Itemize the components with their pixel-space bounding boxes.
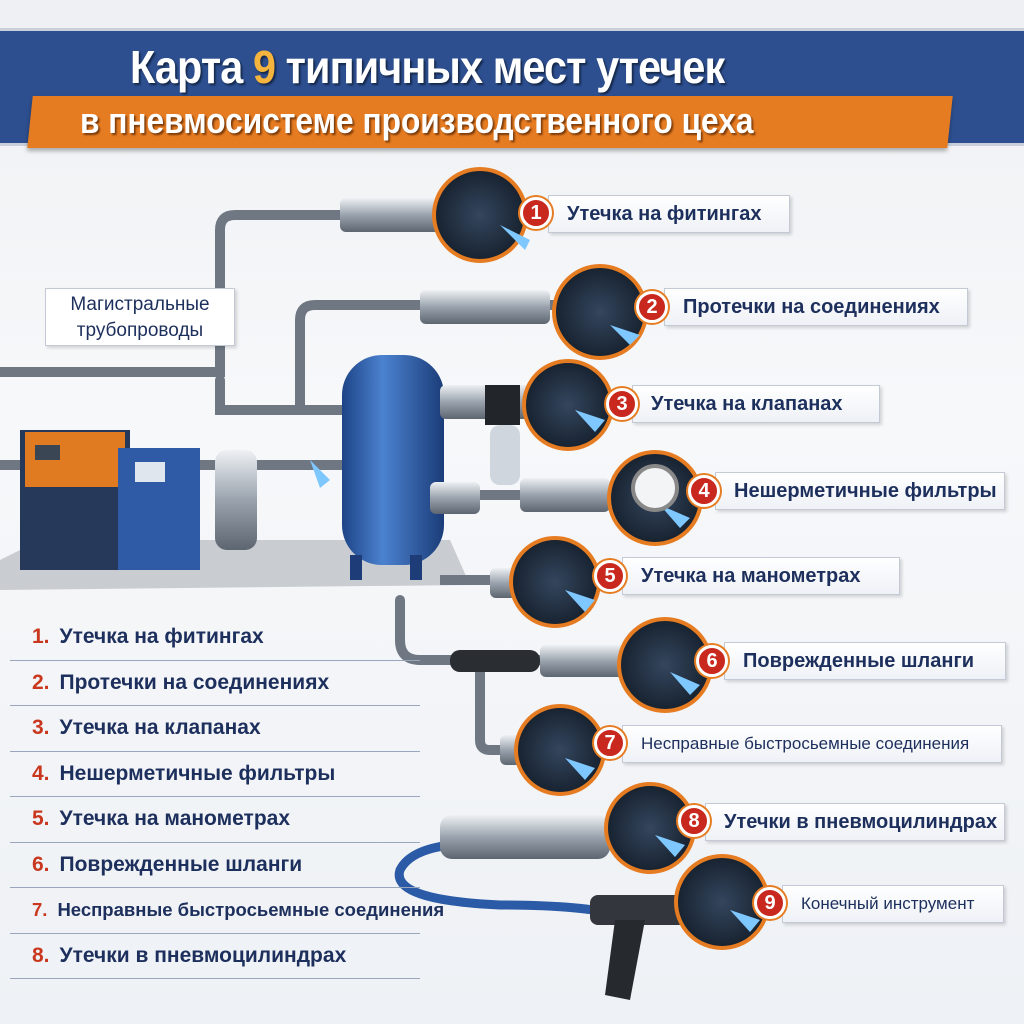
- damaged-hose: [450, 650, 540, 672]
- list-number: 6.: [32, 852, 50, 876]
- list-number: 8.: [32, 943, 50, 967]
- list-label: Утечка на манометрах: [59, 807, 291, 831]
- list-item: 6. Поврежденные шланги: [10, 843, 420, 888]
- callout-label: Протечки на соединениях: [664, 288, 968, 326]
- callout-badge: 8: [678, 805, 710, 837]
- list-item: 4. Нешерметичные фильтры: [10, 752, 420, 797]
- list-number: 4.: [32, 761, 50, 785]
- pressure-gauge: [631, 464, 679, 512]
- pipeline-label: Магистральные трубопроводы: [45, 288, 235, 346]
- callout-label: Утечки в пневмоцилиндрах: [705, 803, 1005, 841]
- list-number: 2.: [32, 670, 50, 694]
- valve: [485, 385, 520, 425]
- title-number: 9: [252, 41, 276, 93]
- page-title: Карта 9 типичных мест утечек: [130, 40, 725, 94]
- list-number: 7.: [32, 899, 48, 921]
- filter-bowl: [490, 425, 520, 485]
- list-label: Нешерметичные фильтры: [59, 761, 336, 785]
- list-label: Несправные быстросьемные соединения: [57, 899, 445, 921]
- list-item: 8. Утечки в пневмоцилиндрах: [10, 934, 420, 979]
- list-label: Утечка на клапанах: [59, 716, 261, 740]
- pipeline-label-line: Магистральные: [70, 294, 210, 315]
- callout-label: Поврежденные шланги: [724, 642, 1006, 680]
- callout-label: Утечка на манометрах: [622, 557, 900, 595]
- list-item: 7. Несправные быстросьемные соединения: [10, 888, 444, 934]
- list-item: 2. Протечки на соединениях: [10, 661, 420, 706]
- filter: [215, 450, 257, 550]
- list-label: Протечки на соединениях: [59, 670, 330, 694]
- list-number: 1.: [32, 625, 50, 649]
- list-item: 5. Утечка на манометрах: [10, 797, 420, 843]
- list-number: 3.: [32, 716, 50, 740]
- air-tank: [342, 355, 444, 580]
- callout-label: Утечка на клапанах: [632, 385, 880, 423]
- leak-sprays: [310, 225, 760, 932]
- leak-list: 1. Утечка на фитингах 2. Протечки на соеди…: [10, 615, 444, 979]
- fittings: [340, 198, 630, 859]
- callout-badge: 3: [606, 388, 638, 420]
- page-subtitle: в пневмосистеме производственного цеха: [80, 100, 754, 141]
- callout-badge: 7: [594, 727, 626, 759]
- callout-label: Нешерметичные фильтры: [715, 472, 1005, 510]
- pipeline-label-line: трубопроводы: [76, 320, 204, 341]
- list-label: Утечка на фитингах: [59, 625, 264, 649]
- list-label: Поврежденные шланги: [59, 852, 303, 876]
- callout-badge: 1: [520, 197, 552, 229]
- callout-label: Несправные быстросьемные соединения: [622, 725, 1002, 763]
- compressor: [20, 430, 200, 570]
- callout-badge: 4: [688, 475, 720, 507]
- title-text: типичных мест утечек: [285, 41, 725, 93]
- list-item: 1. Утечка на фитингах: [10, 615, 420, 661]
- list-item: 3. Утечка на клапанах: [10, 706, 420, 752]
- callout-badge: 6: [696, 645, 728, 677]
- callout-badge: 2: [636, 291, 668, 323]
- callout-label: Утечка на фитингах: [548, 195, 790, 233]
- list-label: Утечки в пневмоцилиндрах: [59, 943, 347, 967]
- callout-badge: 5: [594, 560, 626, 592]
- list-number: 5.: [32, 807, 50, 831]
- title-text: Карта: [130, 41, 243, 93]
- callout-badge: 9: [754, 887, 786, 919]
- callout-label: Конечный инструмент: [782, 885, 1004, 923]
